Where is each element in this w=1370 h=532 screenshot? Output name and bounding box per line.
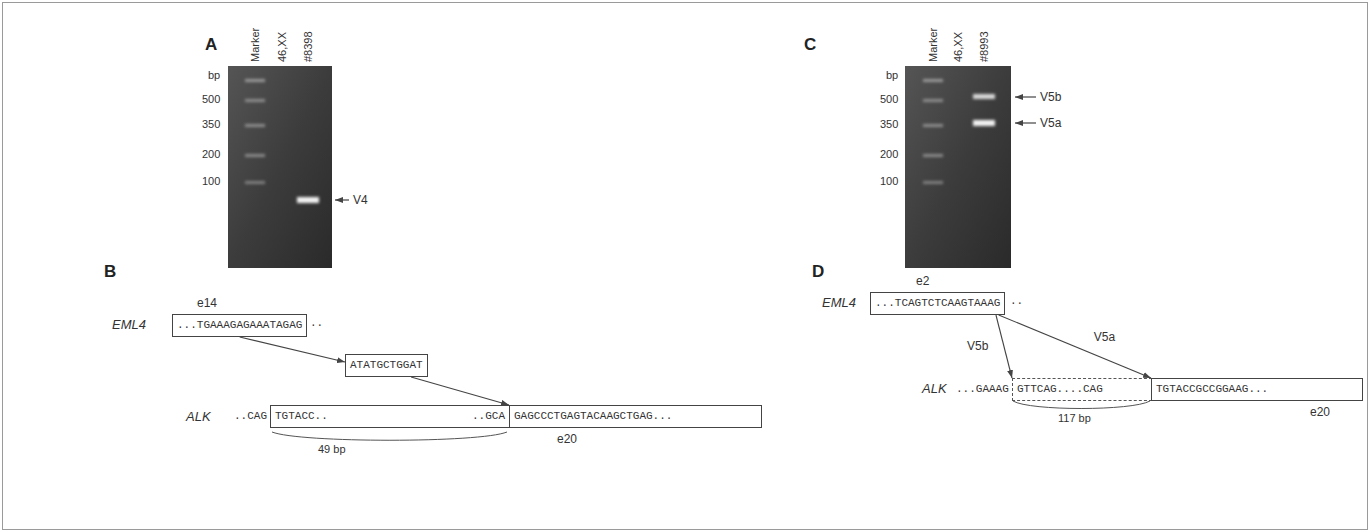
sequence-text: ...TGAAAGAGAAATAGAG [177,317,302,334]
marker-band [923,181,943,184]
size-marker: 200 [202,148,220,161]
sequence-text: TGTACCGCCGGAAG... [1156,381,1268,398]
band-pointer [1015,122,1036,123]
axis-unit: bp [208,69,220,82]
gene-name: ALK [186,409,211,425]
panel-letter: A [205,35,217,55]
panel-letter: B [104,262,116,282]
marker-band [923,124,943,127]
marker-band [245,79,265,82]
axis-unit: bp [886,69,898,82]
exon-box: TGTACCGCCGGAAG...e20 [1151,378,1363,401]
band-label: V5a [1040,116,1061,130]
v5a-band [973,120,995,126]
length-bracket [272,432,507,440]
fusion-arrow [240,337,345,362]
sequence-text: TGTACC.. [275,408,328,425]
size-marker: 100 [202,175,220,188]
sequence-text: ...GAAAG [956,381,1009,398]
fusion-arrow [996,315,1012,378]
marker-band [923,154,943,157]
marker-band [923,99,943,102]
band-pointer [1015,96,1036,97]
length-label: 117 bp [1058,412,1091,425]
band-label: V5b [1040,90,1061,104]
size-marker: 350 [202,118,220,131]
exon-box: TGTACC....GCAGAGCCCTGAGTACAAGCTGAG...e20 [270,405,762,428]
variant-label: V5b [966,339,989,353]
sequence-text: ..CAG [234,408,267,425]
exon-label: e20 [1310,405,1330,419]
sequence-text: ..GCA [472,408,505,425]
gene-name: EML4 [822,295,856,311]
size-marker: 500 [202,93,220,106]
fusion-arrow [411,377,509,405]
gel-bands [245,79,319,203]
sequence-text: ATATGCTGGAT [350,357,423,374]
sequence-segment: GAGCCCTGAGTACAAGCTGAG... [509,406,761,427]
length-bracket [1013,401,1150,409]
sequence-segment: ...TCAGTCTCAAGTAAAG [871,293,1004,314]
v4-band [297,197,319,203]
fusion-arrow [999,315,1151,378]
sequence-text: .. [1010,293,1023,310]
variant-label: V5a [1093,330,1116,344]
size-marker: 200 [880,148,898,161]
sequence-segment: ...TGAAAGAGAAATAGAG [173,315,306,336]
gene-name: EML4 [112,317,146,333]
gel-image [905,66,1011,268]
gene-name: ALK [922,381,947,397]
sequence-text: ...TCAGTCTCAAGTAAAG [875,295,1000,312]
exon-label: e20 [557,432,577,446]
length-label: 49 bp [318,443,346,456]
v5b-band [973,94,995,99]
lane-label: 46,XX [276,32,289,62]
figure-frame [3,3,1368,530]
marker-band [245,181,265,184]
lane-label: #8398 [302,31,315,62]
panel-letter: D [812,262,824,282]
sequence-segment: ATATGCTGGAT [346,355,427,376]
size-marker: 500 [880,93,898,106]
lane-label: Marker [927,28,940,62]
marker-band [923,79,943,82]
insert-box: ATATGCTGGAT [345,354,428,377]
band-pointer [335,199,349,200]
exon-box: ...TGAAAGAGAAATAGAGe14 [172,314,307,337]
sequence-text: GTTCAG....CAG [1017,381,1103,398]
marker-band [245,154,265,157]
lane-label: Marker [249,28,262,62]
intron-box: GTTCAG....CAG [1012,378,1152,401]
gel-image [228,66,332,268]
sequence-text: .. [310,315,323,332]
exon-box: ...TCAGTCTCAAGTAAAGe2 [870,292,1005,315]
marker-band [245,99,265,102]
band-label: V4 [353,193,368,207]
exon-label: e14 [197,296,217,310]
size-marker: 350 [880,118,898,131]
sequence-segment: GTTCAG....CAG [1013,379,1151,400]
sequence-segment: TGTACC.. ..GCA [271,406,509,427]
sequence-segment: TGTACCGCCGGAAG... [1152,379,1362,400]
lane-label: 46,XX [952,32,965,62]
marker-band [245,124,265,127]
lane-label: #8993 [978,31,991,62]
gel-bands [923,79,995,184]
sequence-text: GAGCCCTGAGTACAAGCTGAG... [514,408,672,425]
panel-letter: C [804,35,816,55]
size-marker: 100 [880,175,898,188]
exon-label: e2 [916,274,929,288]
